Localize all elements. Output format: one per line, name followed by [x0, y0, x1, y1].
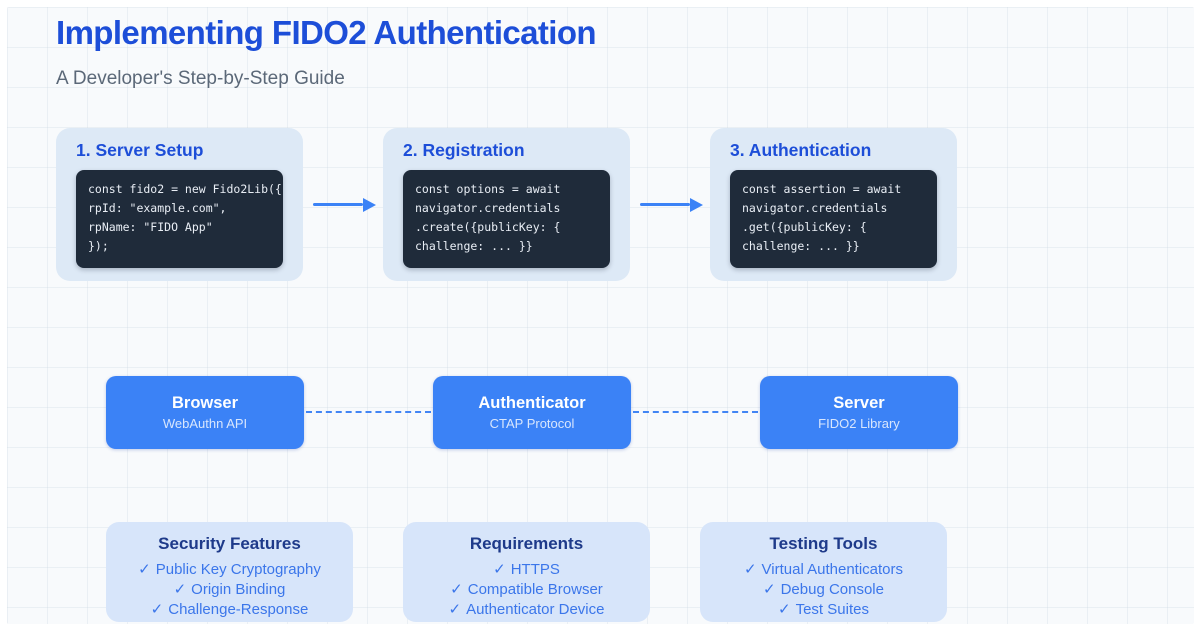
flow-arrow-icon	[313, 203, 363, 206]
list-item: ✓Origin Binding	[106, 580, 353, 600]
info-card-title: Testing Tools	[769, 534, 878, 553]
component-box-browser: Browser WebAuthn API	[106, 376, 304, 449]
info-card-title: Security Features	[158, 534, 301, 553]
component-box-authenticator: Authenticator CTAP Protocol	[433, 376, 631, 449]
info-card-testing-tools: Testing Tools ✓Virtual Authenticators ✓D…	[700, 522, 947, 622]
check-icon: ✓	[173, 581, 187, 598]
component-box-server: Server FIDO2 Library	[760, 376, 958, 449]
component-name: Authenticator	[478, 394, 586, 412]
info-card-title: Requirements	[469, 534, 584, 553]
step-card-registration: 2. Registration const options = await na…	[383, 128, 630, 281]
check-icon: ✓	[763, 581, 776, 598]
check-icon: ✓	[150, 601, 164, 618]
feature-label: Debug Console	[780, 581, 884, 598]
check-icon: ✓	[778, 601, 791, 618]
feature-label: Compatible Browser	[467, 581, 603, 598]
step-title: 3. Authentication	[730, 140, 872, 160]
component-name: Server	[833, 394, 885, 412]
feature-label: Challenge-Response	[168, 601, 309, 618]
feature-label: Origin Binding	[191, 581, 286, 598]
step-card-server-setup: 1. Server Setup const fido2 = new Fido2L…	[56, 128, 303, 281]
code-snippet-authentication: const assertion = await navigator.creden…	[730, 170, 937, 268]
info-card-requirements: Requirements ✓HTTPS ✓Compatible Browser …	[403, 522, 650, 622]
diagram-canvas	[7, 7, 1194, 624]
feature-label: Authenticator Device	[466, 601, 605, 618]
list-item: ✓Public Key Cryptography	[106, 560, 353, 580]
list-item: ✓Debug Console	[700, 580, 947, 600]
list-item: ✓Compatible Browser	[403, 580, 650, 600]
check-icon: ✓	[448, 601, 462, 618]
dashed-connector	[306, 411, 431, 413]
step-card-authentication: 3. Authentication const assertion = awai…	[710, 128, 957, 281]
flow-arrow-icon	[640, 203, 690, 206]
check-icon: ✓	[450, 581, 463, 598]
page-title: Implementing FIDO2 Authentication	[56, 14, 597, 51]
feature-label: HTTPS	[510, 561, 560, 578]
list-item: ✓HTTPS	[403, 560, 650, 580]
component-detail: WebAuthn API	[162, 416, 248, 431]
step-title: 1. Server Setup	[76, 140, 204, 160]
step-title: 2. Registration	[403, 140, 525, 160]
component-detail: CTAP Protocol	[489, 416, 575, 431]
check-icon: ✓	[743, 561, 757, 578]
component-detail: FIDO2 Library	[818, 416, 900, 431]
feature-label: Test Suites	[795, 601, 869, 618]
list-item: ✓Test Suites	[700, 600, 947, 620]
list-item: ✓Virtual Authenticators	[700, 560, 947, 580]
code-snippet-server-setup: const fido2 = new Fido2Lib({ rpId: "exam…	[76, 170, 283, 268]
component-name: Browser	[171, 394, 239, 412]
feature-label: Public Key Cryptography	[155, 561, 321, 578]
list-item: ✓Authenticator Device	[403, 600, 650, 620]
code-snippet-registration: const options = await navigator.credenti…	[403, 170, 610, 268]
list-item: ✓Challenge-Response	[106, 600, 353, 620]
check-icon: ✓	[138, 561, 151, 578]
info-card-security-features: Security Features ✓Public Key Cryptograp…	[106, 522, 353, 622]
check-icon: ✓	[493, 561, 506, 578]
page-subtitle: A Developer's Step-by-Step Guide	[56, 68, 345, 89]
dashed-connector	[633, 411, 758, 413]
feature-label: Virtual Authenticators	[761, 561, 904, 578]
